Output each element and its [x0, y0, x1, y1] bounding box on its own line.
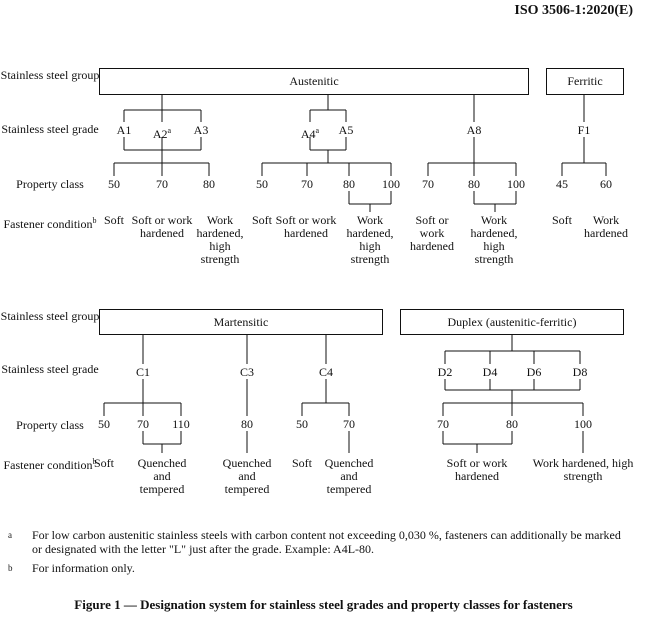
- condition-quenched-tempered: Quenched and tempered: [222, 456, 272, 496]
- condition-quenched-tempered: Quenched and tempered: [137, 456, 187, 496]
- class-f1-60: 60: [600, 177, 612, 191]
- condition-soft: Soft: [103, 213, 124, 227]
- row-label-property-class: Property class: [16, 418, 84, 432]
- grade-c3: C3: [239, 365, 254, 379]
- grade-c1: C1: [135, 365, 150, 379]
- class-d-70: 70: [437, 417, 449, 431]
- grade-a4: A4a: [300, 126, 320, 141]
- row-label-condition: Fastener conditionb: [3, 457, 97, 472]
- grade-a8: A8: [466, 123, 482, 137]
- row-label-group: Stainless steel group: [0, 68, 100, 82]
- grade-a5: A5: [338, 123, 354, 137]
- class-a123-70: 70: [156, 177, 168, 191]
- class-a45-80: 80: [343, 177, 355, 191]
- class-a45-50: 50: [256, 177, 268, 191]
- class-c3-80: 80: [241, 417, 253, 431]
- class-c1-70: 70: [137, 417, 149, 431]
- footnote-mark: a: [8, 530, 12, 540]
- grade-d6: D6: [526, 365, 542, 379]
- condition-soft: Soft: [251, 213, 272, 227]
- group-ferritic: Ferritic: [546, 68, 624, 95]
- class-a123-80: 80: [203, 177, 215, 191]
- condition-soft: Soft: [291, 456, 312, 470]
- condition-work-high: Work hardened, high strength: [196, 213, 244, 266]
- class-a8-70: 70: [422, 177, 434, 191]
- footnote-text: For information only.: [32, 561, 135, 575]
- class-a45-100: 100: [382, 177, 400, 191]
- grade-a3: A3: [193, 123, 209, 137]
- condition-soft: Soft: [551, 213, 572, 227]
- class-f1-45: 45: [556, 177, 568, 191]
- condition-soft-or-work: Soft or work hardened: [131, 213, 193, 240]
- grade-a1: A1: [116, 123, 132, 137]
- grade-d4: D4: [482, 365, 498, 379]
- standard-number: ISO 3506-1:2020(E): [514, 3, 633, 18]
- class-a8-80: 80: [468, 177, 480, 191]
- figure-caption: Figure 1 — Designation system for stainl…: [74, 597, 573, 612]
- condition-soft-or-work: Soft or work hardened: [410, 213, 454, 253]
- footnote-mark: b: [8, 563, 13, 573]
- class-c1-110: 110: [172, 417, 190, 431]
- condition-soft-or-work: Soft or work hardened: [446, 456, 508, 483]
- condition-soft: Soft: [93, 456, 114, 470]
- row-label-grade: Stainless steel grade: [1, 362, 99, 376]
- class-a45-70: 70: [301, 177, 313, 191]
- row-label-group: Stainless steel group: [0, 309, 100, 323]
- row-label-grade: Stainless steel grade: [1, 122, 99, 136]
- grade-a2: A2a: [152, 126, 172, 141]
- grade-d8: D8: [572, 365, 588, 379]
- condition-work-hardened: Work hardened: [584, 213, 628, 240]
- class-c1-50: 50: [98, 417, 110, 431]
- grade-d2: D2: [437, 365, 453, 379]
- class-d-80: 80: [506, 417, 518, 431]
- condition-work-high: Work hardened, high strength: [346, 213, 394, 266]
- page-header: ISO 3506-1:2020(E): [0, 0, 647, 20]
- footnote-text: For low carbon austenitic stainless stee…: [32, 528, 621, 556]
- row-label-property-class: Property class: [16, 177, 84, 191]
- class-d-100: 100: [574, 417, 592, 431]
- grade-f1: F1: [577, 123, 591, 137]
- condition-work-high: Work hardened, high strength: [532, 456, 634, 483]
- grade-c4: C4: [318, 365, 333, 379]
- footnote-a: a For low carbon austenitic stainless st…: [8, 528, 638, 558]
- class-c4-70: 70: [343, 417, 355, 431]
- footnote-b: b For information only.: [8, 561, 638, 577]
- condition-work-high: Work hardened, high strength: [470, 213, 518, 266]
- class-c4-50: 50: [296, 417, 308, 431]
- group-duplex: Duplex (austenitic-ferritic): [400, 309, 624, 335]
- class-a8-100: 100: [507, 177, 525, 191]
- group-austenitic: Austenitic: [99, 68, 529, 95]
- condition-quenched-tempered: Quenched and tempered: [324, 456, 374, 496]
- row-label-condition: Fastener conditionb: [3, 216, 97, 231]
- class-a123-50: 50: [108, 177, 120, 191]
- group-martensitic: Martensitic: [99, 309, 383, 335]
- condition-soft-or-work: Soft or work hardened: [275, 213, 337, 240]
